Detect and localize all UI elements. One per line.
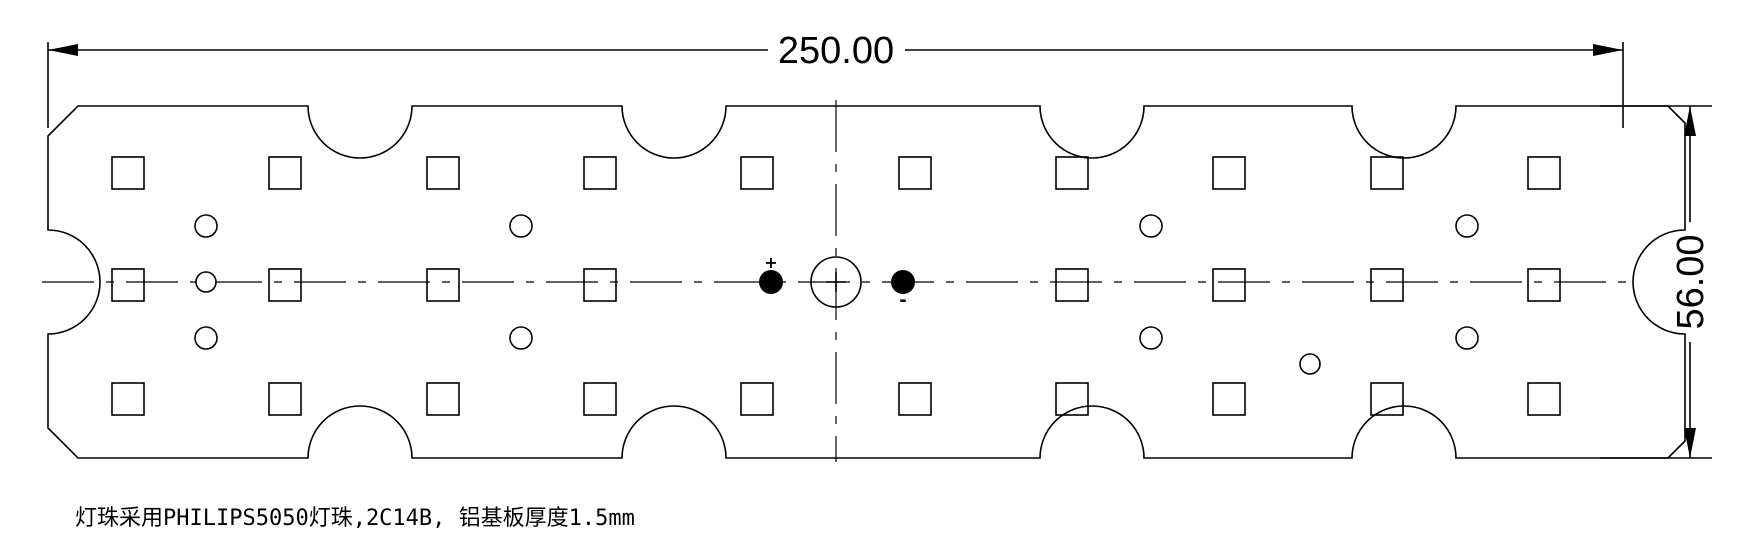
circle-hole-icon bbox=[1455, 214, 1479, 238]
width-arrow-right bbox=[1593, 44, 1623, 56]
width-dimension-text: 250.00 bbox=[778, 30, 894, 72]
circle-hole-icon bbox=[1455, 326, 1479, 350]
circle-hole-icon bbox=[1299, 353, 1321, 375]
square-pad-icon bbox=[426, 156, 460, 190]
circle-hole-icon bbox=[195, 271, 217, 293]
power-terminals: + - bbox=[759, 253, 915, 311]
circle-hole-icon bbox=[1139, 214, 1163, 238]
negative-terminal-icon bbox=[891, 270, 915, 294]
small-holes bbox=[194, 214, 1479, 375]
square-pad-icon bbox=[1055, 382, 1089, 416]
width-arrow-left bbox=[48, 44, 78, 56]
center-mount-hole bbox=[810, 256, 862, 308]
square-pad-icon bbox=[740, 382, 774, 416]
height-dimension-text: 56.00 bbox=[1670, 234, 1712, 329]
circle-hole-icon bbox=[509, 214, 533, 238]
square-pad-icon bbox=[898, 382, 932, 416]
square-pad-icon bbox=[1055, 268, 1089, 302]
square-pad-icon bbox=[1527, 268, 1561, 302]
square-pad-icon bbox=[1055, 156, 1089, 190]
circle-hole-icon bbox=[509, 326, 533, 350]
square-pad-icon bbox=[740, 156, 774, 190]
square-pad-icon bbox=[1212, 268, 1246, 302]
square-pad-icon bbox=[1370, 268, 1404, 302]
circle-hole-icon bbox=[1139, 326, 1163, 350]
height-arrow-top bbox=[1684, 106, 1696, 136]
square-pad-icon bbox=[111, 156, 145, 190]
square-pad-icon bbox=[268, 268, 302, 302]
square-pad-icon bbox=[111, 382, 145, 416]
square-pad-icon bbox=[583, 268, 617, 302]
square-pad-icon bbox=[1370, 156, 1404, 190]
square-pad-icon bbox=[111, 268, 145, 302]
negative-marker: - bbox=[899, 290, 906, 311]
square-pad-icon bbox=[268, 156, 302, 190]
height-arrow-bottom bbox=[1684, 428, 1696, 458]
square-pad-icon bbox=[898, 156, 932, 190]
positive-marker: + bbox=[764, 253, 777, 272]
square-pad-icon bbox=[1527, 156, 1561, 190]
circle-hole-icon bbox=[194, 214, 218, 238]
square-pad-icon bbox=[426, 382, 460, 416]
square-pad-icon bbox=[1527, 382, 1561, 416]
specification-note: 灯珠采用PHILIPS5050灯珠,2C14B, 铝基板厚度1.5mm bbox=[75, 506, 635, 531]
square-pad-icon bbox=[1370, 382, 1404, 416]
square-pad-icon bbox=[268, 382, 302, 416]
square-pad-icon bbox=[426, 268, 460, 302]
square-pad-icon bbox=[1212, 382, 1246, 416]
positive-terminal-icon bbox=[759, 270, 783, 294]
square-pad-icon bbox=[583, 382, 617, 416]
square-pad-icon bbox=[583, 156, 617, 190]
square-pad-icon bbox=[1212, 156, 1246, 190]
led-pads bbox=[111, 156, 1561, 416]
circle-hole-icon bbox=[194, 326, 218, 350]
